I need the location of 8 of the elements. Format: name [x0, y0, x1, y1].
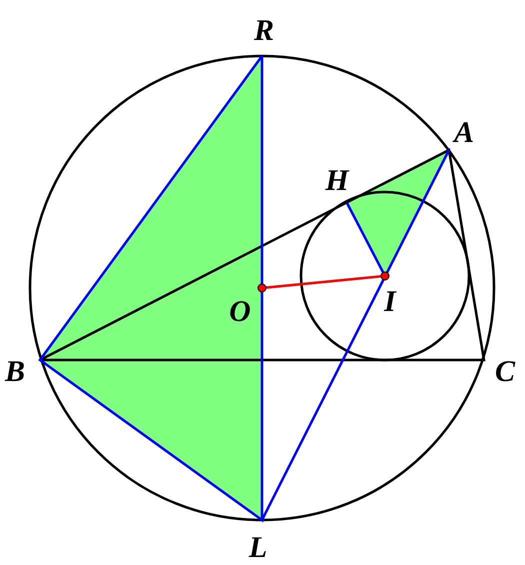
- point-label: R: [254, 16, 274, 46]
- point-label: A: [454, 118, 474, 148]
- point-label: O: [229, 297, 251, 327]
- point-label: H: [325, 166, 349, 196]
- point-label: B: [5, 357, 25, 387]
- point-label: I: [384, 287, 396, 317]
- point-label: L: [248, 533, 268, 563]
- point-label: C: [495, 357, 515, 387]
